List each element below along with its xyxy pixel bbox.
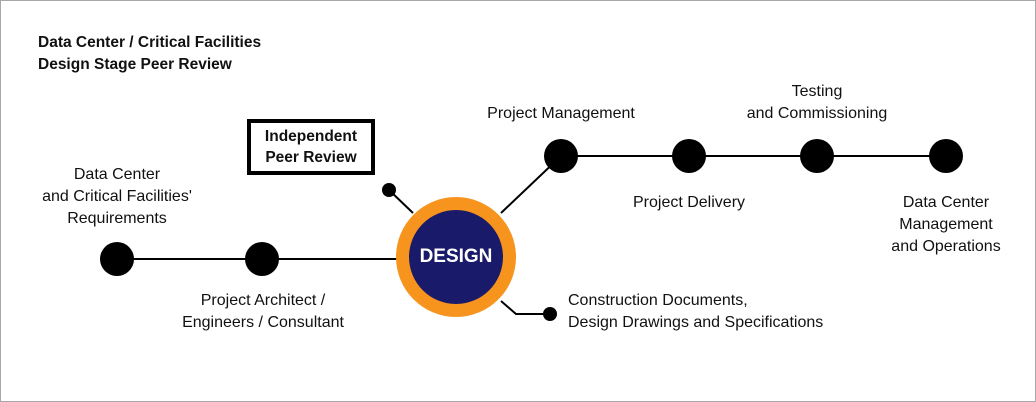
node-construction-docs-dot bbox=[543, 307, 557, 321]
node-project-delivery bbox=[672, 139, 706, 173]
title-line-1: Data Center / Critical Facilities bbox=[38, 34, 262, 51]
operations-line-3: and Operations bbox=[891, 238, 1001, 255]
peer-review-box: Independent Peer Review bbox=[247, 119, 375, 175]
label-project-management: Project Management bbox=[471, 103, 651, 125]
peer-review-line-1: Independent bbox=[264, 128, 358, 145]
project-delivery-line-1: Project Delivery bbox=[632, 194, 746, 211]
project-management-line-1: Project Management bbox=[487, 105, 635, 122]
diagram-title: Data Center / Critical Facilities Design… bbox=[38, 32, 261, 76]
label-operations: Data Center Management and Operations bbox=[876, 192, 1016, 258]
requirements-line-3: Requirements bbox=[67, 210, 167, 227]
requirements-line-1: Data Center bbox=[73, 166, 161, 183]
testing-line-1: Testing bbox=[791, 83, 843, 100]
connector-construction-docs bbox=[500, 300, 550, 315]
label-requirements: Data Center and Critical Facilities' Req… bbox=[31, 164, 203, 230]
node-requirements bbox=[100, 242, 134, 276]
operations-line-1: Data Center bbox=[902, 194, 990, 211]
node-peer-review-dot bbox=[382, 183, 396, 197]
architect-line-2: Engineers / Consultant bbox=[182, 314, 344, 331]
design-label: DESIGN bbox=[419, 246, 493, 267]
node-operations bbox=[929, 139, 963, 173]
label-project-delivery: Project Delivery bbox=[609, 192, 769, 214]
node-project-management bbox=[544, 139, 578, 173]
requirements-line-2: and Critical Facilities' bbox=[42, 188, 192, 205]
title-line-2: Design Stage Peer Review bbox=[38, 56, 232, 73]
node-testing bbox=[800, 139, 834, 173]
operations-line-2: Management bbox=[899, 216, 993, 233]
construction-docs-line-1: Construction Documents, bbox=[568, 292, 748, 309]
testing-line-2: and Commissioning bbox=[746, 105, 888, 122]
node-architect bbox=[245, 242, 279, 276]
design-core bbox=[409, 210, 503, 304]
label-construction-docs: Construction Documents, Design Drawings … bbox=[568, 290, 823, 334]
label-testing: Testing and Commissioning bbox=[727, 81, 907, 125]
peer-review-line-2: Peer Review bbox=[265, 149, 357, 166]
architect-line-1: Project Architect / bbox=[200, 292, 326, 309]
label-architect: Project Architect / Engineers / Consulta… bbox=[163, 290, 363, 334]
construction-docs-line-2: Design Drawings and Specifications bbox=[568, 314, 824, 331]
